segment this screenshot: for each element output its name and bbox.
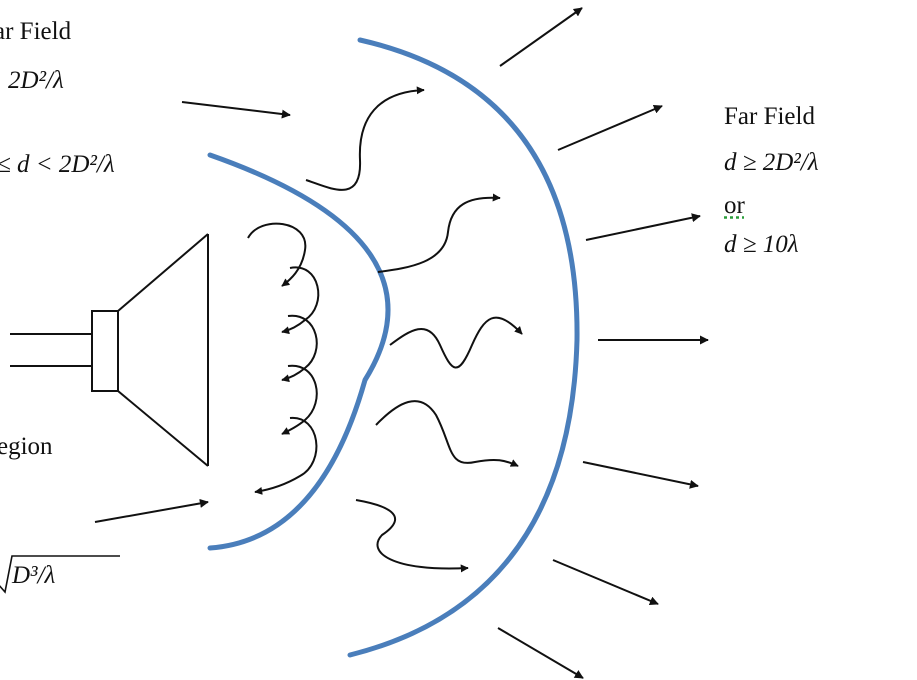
radiating-arrow — [585, 213, 701, 241]
pointer-arrow-bottom — [94, 498, 209, 523]
far-field-or: or — [724, 192, 745, 219]
radiating-arrow — [552, 559, 659, 606]
left-mid-formula: ≤ d < 2D²/λ — [0, 151, 115, 178]
pointer-arrow-top — [181, 101, 291, 119]
reactive-loop-arrow — [281, 364, 318, 435]
radiating-arrow — [499, 7, 583, 67]
wavy-arrow — [305, 86, 425, 191]
far-field-formula-1: d ≥ 2D²/λ — [724, 149, 819, 176]
feed-block — [91, 310, 119, 392]
far-field-arrows — [497, 7, 709, 679]
outer-boundary-arc — [347, 37, 580, 658]
label-pointers — [94, 101, 291, 523]
inner-boundary-arc — [207, 152, 391, 551]
wavy-arrows — [305, 86, 523, 573]
radiating-arrow — [497, 627, 584, 679]
reactive-loops — [247, 222, 320, 495]
left-bottom-title: egion — [0, 433, 53, 460]
reactive-loop-arrow — [281, 266, 320, 335]
left-top-formula: 2D²/λ — [8, 67, 64, 94]
far-field-title: Far Field — [724, 103, 815, 130]
wavy-arrow — [355, 499, 469, 573]
wavy-arrow — [375, 400, 519, 467]
square-root-sign — [0, 555, 120, 594]
reactive-loop-arrow — [247, 222, 307, 287]
left-bottom-formula: D³/λ — [12, 562, 56, 589]
left-top-title: ar Field — [0, 18, 72, 45]
reactive-loop-arrow — [254, 416, 318, 495]
horn-edge-bottom — [117, 390, 209, 467]
horn-antenna — [10, 233, 209, 467]
far-field-formula-2: d ≥ 10λ — [724, 231, 799, 258]
radiating-arrow — [582, 461, 699, 489]
wavy-arrow — [377, 193, 501, 273]
horn-edge-top — [117, 233, 209, 312]
radiating-arrow — [557, 105, 663, 151]
wavy-arrow — [389, 316, 523, 369]
reactive-loop-arrow — [281, 314, 318, 383]
